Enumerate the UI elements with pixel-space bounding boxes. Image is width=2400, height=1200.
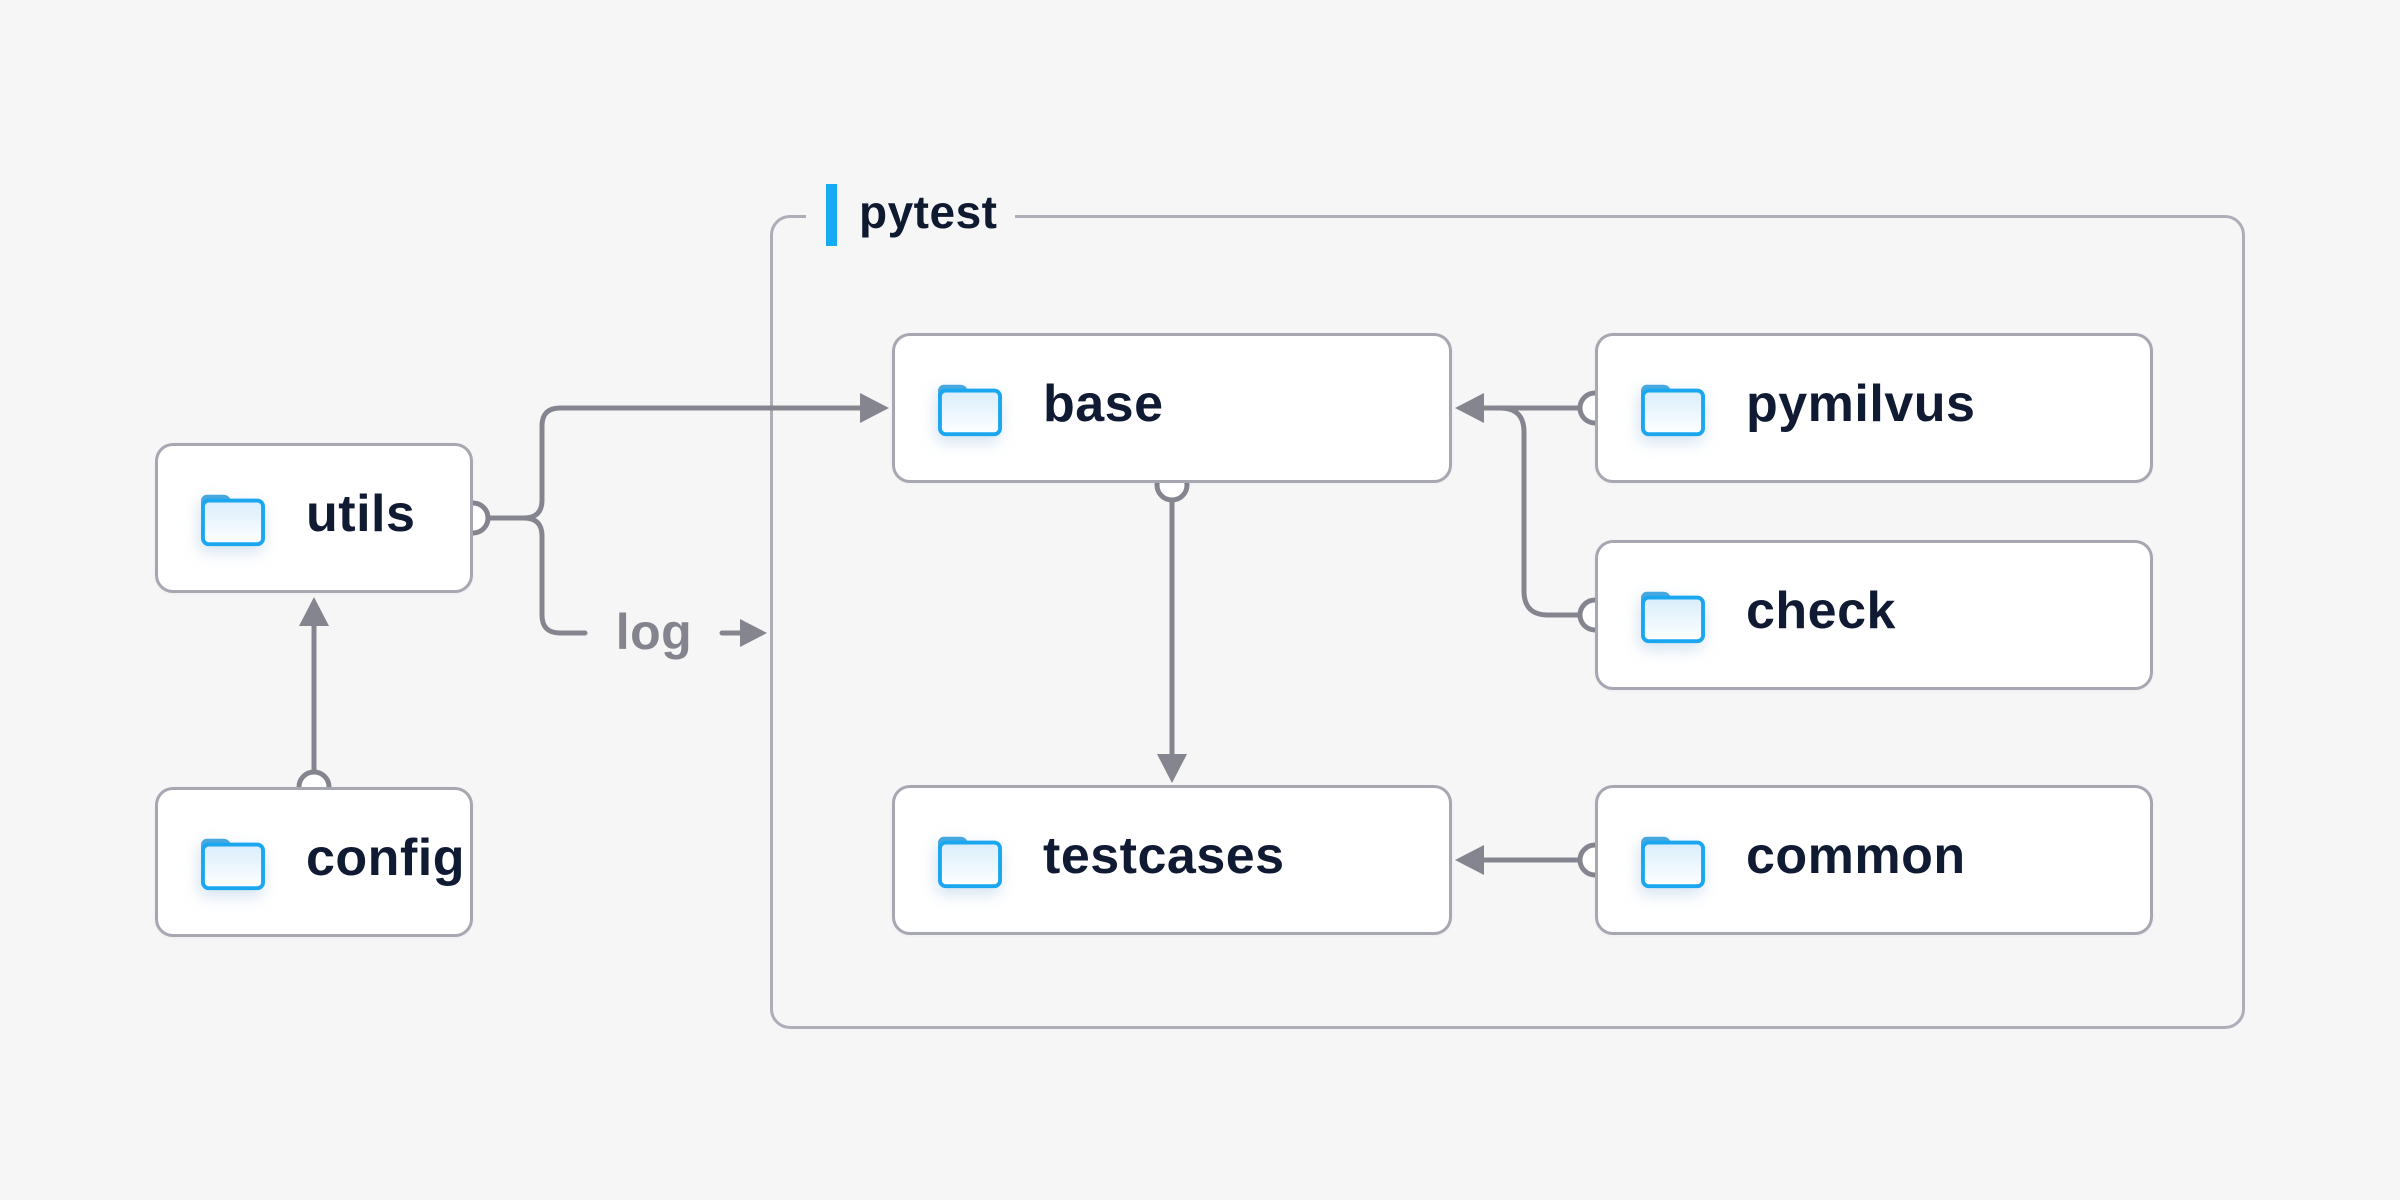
node-label: testcases [1043,827,1285,885]
folder-icon [201,494,265,547]
node-pymilvus: pymilvus [1595,333,2153,483]
edge-config-utils [296,597,332,805]
folder-icon [1641,591,1705,644]
folder-icon [1641,836,1705,889]
arrowhead [299,597,329,626]
pytest-group-container [770,215,2245,1029]
folder-icon [938,384,1002,437]
node-label: common [1746,827,1966,885]
node-config: config [155,787,473,937]
edge-label-log: log [615,604,693,660]
pytest-group-title: pytest [859,186,998,238]
folder-icon [938,836,1002,889]
edge-log-arrow [719,619,767,647]
accent-bar-icon [826,184,837,246]
node-base: base [892,333,1452,483]
node-label: pymilvus [1746,375,1976,433]
folder-icon [1641,384,1705,437]
edge-line-to-log [521,515,588,636]
node-label: config [306,829,465,887]
arrowhead [740,619,767,647]
pytest-group-label: pytest [806,182,1016,248]
folder-icon [201,838,265,891]
node-testcases: testcases [892,785,1452,935]
node-label: base [1043,375,1164,433]
node-label: check [1746,582,1896,640]
node-utils: utils [155,443,473,593]
node-common: common [1595,785,2153,935]
node-check: check [1595,540,2153,690]
node-label: utils [306,485,416,543]
